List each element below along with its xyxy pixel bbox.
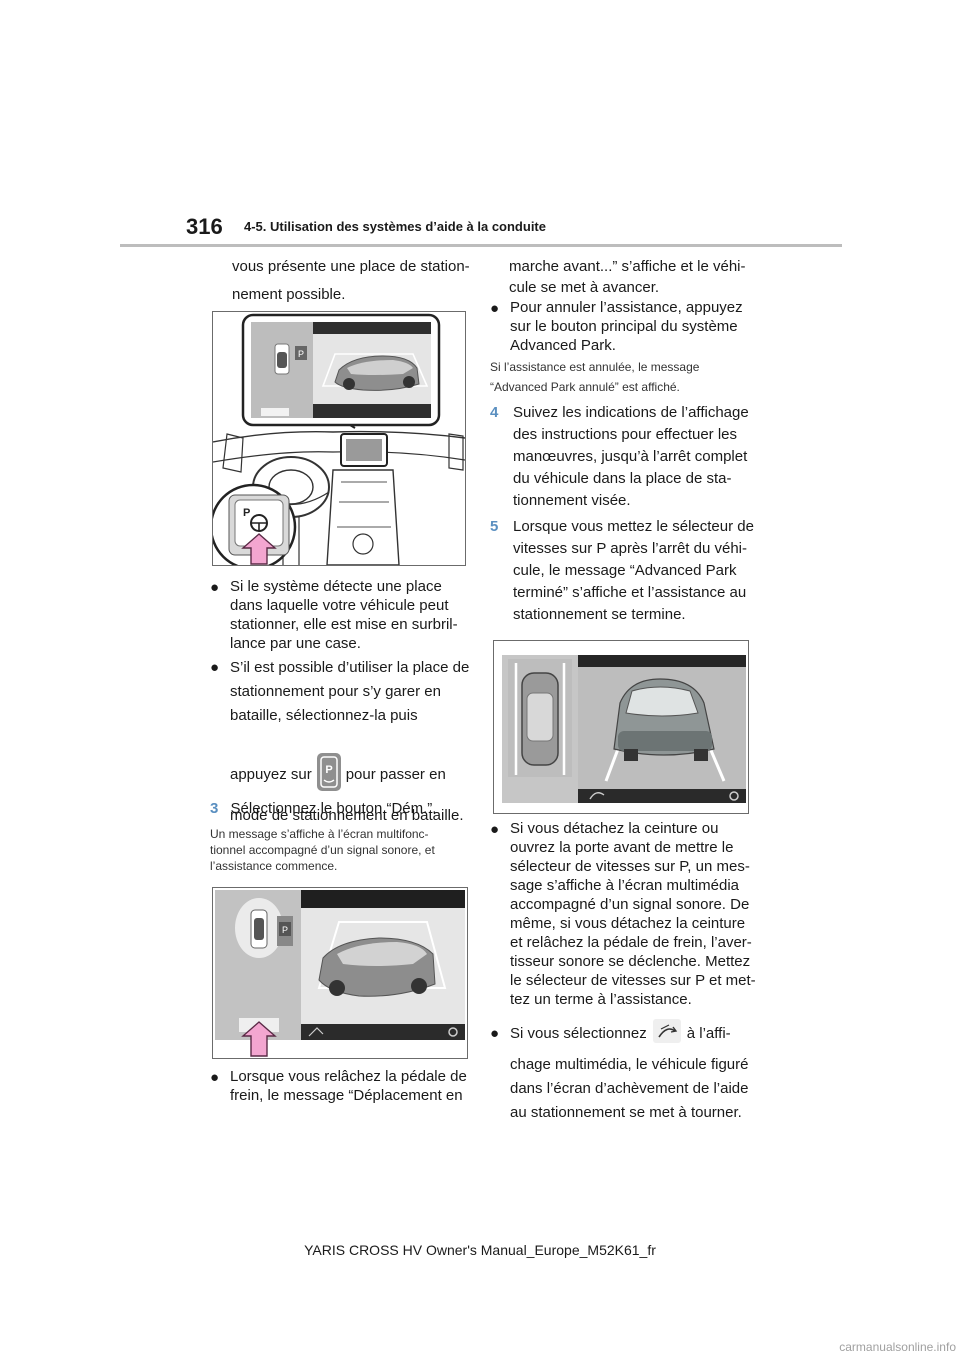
bullet-line: Lorsque vous relâchez la pédale de bbox=[230, 1068, 467, 1085]
bullet-detect: ● Si le système détecte une place dans l… bbox=[210, 577, 480, 653]
note-line: tionnel accompagné d’un signal sonore, e… bbox=[210, 843, 435, 857]
bullet-belt: ● Si vous détachez la ceinture ou ouvrez… bbox=[490, 819, 760, 1009]
bullet-dot: ● bbox=[490, 1025, 500, 1042]
bullet-line: le sélecteur de vitesses sur P et met- bbox=[510, 972, 756, 989]
intro-line: nement possible. bbox=[232, 286, 346, 303]
bullet-line: Si le système détecte une place bbox=[230, 578, 442, 595]
step-line: stationnement se termine. bbox=[513, 606, 686, 623]
bullet-line: lance par une case. bbox=[230, 635, 361, 652]
step-line: Suivez les indications de l’affichage bbox=[513, 404, 749, 421]
bullet-line: bataille, sélectionnez-la puis bbox=[230, 707, 418, 724]
svg-text:P: P bbox=[325, 764, 332, 776]
bullet-line: sélecteur de vitesses sur P, un mes- bbox=[510, 858, 750, 875]
bullet-line: sage s’affiche à l’écran multimédia bbox=[510, 877, 740, 894]
footer-text: YARIS CROSS HV Owner's Manual_Europe_M52… bbox=[304, 1242, 656, 1258]
note-line: l’assistance commence. bbox=[210, 859, 338, 873]
page-number: 316 bbox=[186, 214, 223, 239]
step-line: terminé” s’affiche et l’assistance au bbox=[513, 584, 747, 601]
bullet-dot: ● bbox=[210, 659, 220, 676]
step-text: Sélectionnez le bouton “Dém.”. bbox=[230, 800, 437, 817]
inline-text: Si vous sélectionnez bbox=[510, 1025, 647, 1042]
bullet-line: au stationnement se met à tourner. bbox=[510, 1104, 742, 1121]
step-line: cule, le message “Advanced Park bbox=[513, 562, 737, 579]
step-line: vitesses sur P après l’arrêt du véhi- bbox=[513, 540, 747, 557]
step-5: 5 Lorsque vous mettez le sélecteur de vi… bbox=[490, 516, 765, 626]
note-cancel: Si l’assistance est annulée, le message … bbox=[490, 357, 760, 397]
bullet-line: dans laquelle votre véhicule peut bbox=[230, 597, 449, 614]
bullet-line: mode de stationnement en bataille. bbox=[230, 807, 464, 824]
continuation-text: marche avant...” s’affiche et le véhi- c… bbox=[509, 256, 769, 298]
figure-completion-screen bbox=[493, 640, 749, 814]
step-number: 5 bbox=[490, 518, 499, 535]
bullet-dot: ● bbox=[490, 821, 500, 838]
step-line: tionnement visée. bbox=[513, 492, 631, 509]
step-3: 3 Sélectionnez le bouton “Dém.”. bbox=[210, 798, 436, 820]
text-line: marche avant...” s’affiche et le véhi- bbox=[509, 258, 746, 275]
step-line: des instructions pour effectuer les bbox=[513, 426, 738, 443]
watermark: carmanualsonline.info bbox=[839, 1340, 956, 1354]
step-number: 3 bbox=[210, 800, 219, 817]
bullet-line: S’il est possible d’utiliser la place de bbox=[230, 659, 470, 676]
bullet-line: stationner, elle est mise en surbril- bbox=[230, 616, 458, 633]
bullet-line: tisseur sonore se déclenche. Mettez bbox=[510, 953, 751, 970]
inline-text: pour passer en bbox=[345, 766, 446, 783]
dashboard-illustration: P P bbox=[209, 313, 466, 571]
step-line: manœuvres, jusqu’à l’arrêt complet bbox=[513, 448, 748, 465]
step-line: Lorsque vous mettez le sélecteur de bbox=[513, 518, 754, 535]
bullet-line: frein, le message “Déplacement en bbox=[230, 1087, 463, 1104]
step-4: 4 Suivez les indications de l’affichage … bbox=[490, 402, 765, 512]
step-line: du véhicule dans la place de sta- bbox=[513, 470, 732, 487]
bullet-line-with-icon: appuyez sur P pour passer en bbox=[230, 752, 480, 799]
bullet-line: tez un terme à l’assistance. bbox=[510, 991, 692, 1008]
bullet-line: Advanced Park. bbox=[510, 337, 616, 354]
section-title: 4-5. Utilisation des systèmes d’aide à l… bbox=[244, 219, 546, 234]
bullet-cancel: ● Pour annuler l’assistance, appuyez sur… bbox=[490, 298, 760, 355]
bullet-select: ● S’il est possible d’utiliser la place … bbox=[210, 657, 480, 827]
bullet-line-with-icon: Si vous sélectionnez à l’affi- bbox=[510, 1018, 760, 1050]
bullet-line: et relâchez la pédale de frein, l’aver- bbox=[510, 934, 752, 951]
figure-start-screen: P bbox=[212, 887, 468, 1059]
step-number: 4 bbox=[490, 404, 499, 421]
button-p-label: P bbox=[243, 507, 250, 519]
bullet-line: ouvrez la porte avant de mettre le bbox=[510, 839, 734, 856]
bullet-line: accompagné d’un signal sonore. De bbox=[510, 896, 750, 913]
bullet-rotate: ● Si vous sélectionnez à l’affi- chage m… bbox=[490, 1018, 760, 1125]
rotate-view-icon bbox=[652, 1018, 681, 1050]
park-mode-icon: P bbox=[316, 752, 342, 799]
bullet-line: stationnement pour s’y garer en bbox=[230, 683, 441, 700]
inline-text: à l’affi- bbox=[686, 1025, 731, 1042]
bullet-dot: ● bbox=[210, 1069, 220, 1086]
bullet-line: même, si vous détachez la ceinture bbox=[510, 915, 746, 932]
screen-p-label: P bbox=[298, 349, 304, 359]
inline-text: appuyez sur bbox=[230, 766, 312, 783]
note-line: “Advanced Park annulé” est affiché. bbox=[490, 380, 680, 394]
bullet-dot: ● bbox=[210, 579, 220, 596]
svg-text:P: P bbox=[282, 925, 288, 935]
note-line: Un message s’affiche à l’écran multifonc… bbox=[210, 827, 429, 841]
intro-text: vous présente une place de station- neme… bbox=[232, 256, 470, 306]
bullet-line: Pour annuler l’assistance, appuyez bbox=[510, 299, 743, 316]
text-line: cule se met à avancer. bbox=[509, 279, 660, 296]
start-screen-illustration: P bbox=[215, 890, 465, 1057]
intro-line: vous présente une place de station- bbox=[232, 258, 470, 275]
completion-screen-illustration bbox=[502, 655, 746, 803]
bullet-release-brake: ● Lorsque vous relâchez la pédale de fre… bbox=[210, 1067, 480, 1105]
note-step-3: Un message s’affiche à l’écran multifonc… bbox=[210, 826, 480, 874]
bullet-line: Si vous détachez la ceinture ou bbox=[510, 820, 719, 837]
bullet-line: dans l’écran d’achèvement de l’aide bbox=[510, 1080, 749, 1097]
note-line: Si l’assistance est annulée, le message bbox=[490, 360, 700, 374]
figure-dashboard: P P bbox=[209, 311, 466, 571]
bullet-line: chage multimédia, le véhicule figuré bbox=[510, 1056, 749, 1073]
bullet-line: sur le bouton principal du système bbox=[510, 318, 738, 335]
bullet-dot: ● bbox=[490, 300, 500, 317]
header-rule bbox=[120, 244, 842, 247]
